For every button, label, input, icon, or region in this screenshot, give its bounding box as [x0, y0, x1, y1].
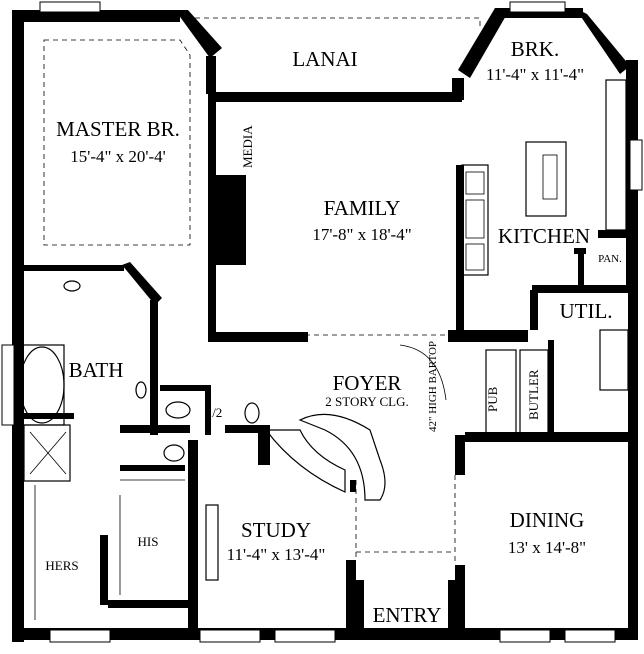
- family-label: FAMILY: [324, 196, 401, 220]
- master-label: MASTER BR.: [56, 117, 180, 141]
- util-label: UTIL.: [559, 299, 612, 323]
- bartop-label: 42" HIGH BARTOP: [427, 341, 439, 432]
- kitchen-label: KITCHEN: [498, 224, 590, 248]
- media-label: MEDIA: [240, 125, 255, 168]
- study-size: 11'-4" x 13'-4": [227, 545, 326, 564]
- pantry-label: PAN.: [598, 253, 622, 265]
- bath-label: BATH: [69, 358, 124, 382]
- his-label: HIS: [138, 534, 159, 549]
- foyer-label: FOYER: [333, 371, 402, 395]
- butler-label: BUTLER: [526, 369, 541, 420]
- entry-label: ENTRY: [373, 603, 442, 627]
- half-bath-label: 1/2: [206, 405, 223, 420]
- lanai-label: LANAI: [292, 47, 357, 71]
- brk-label: BRK.: [511, 37, 559, 61]
- kitchen-island: [525, 141, 567, 217]
- pub-label: PUB: [485, 386, 500, 412]
- dining-label: DINING: [510, 508, 585, 532]
- master-size: 15'-4" x 20'-4': [70, 147, 165, 166]
- family-size: 17'-8" x 18'-4": [312, 225, 411, 244]
- interior-walls: [24, 94, 632, 630]
- master-bed-outline: [43, 39, 191, 246]
- exterior-walls: [12, 8, 638, 642]
- curved-stair: [264, 429, 346, 493]
- dining-size: 13' x 14'-8": [508, 538, 586, 557]
- brk-size: 11'-4" x 11'-4": [486, 65, 584, 84]
- study-label: STUDY: [241, 518, 311, 542]
- windows: [1, 1, 643, 643]
- bathtub: [19, 346, 65, 424]
- lanai-outline: [195, 17, 481, 28]
- hers-label: HERS: [45, 558, 78, 573]
- foyer-note: 2 STORY CLG.: [325, 394, 408, 409]
